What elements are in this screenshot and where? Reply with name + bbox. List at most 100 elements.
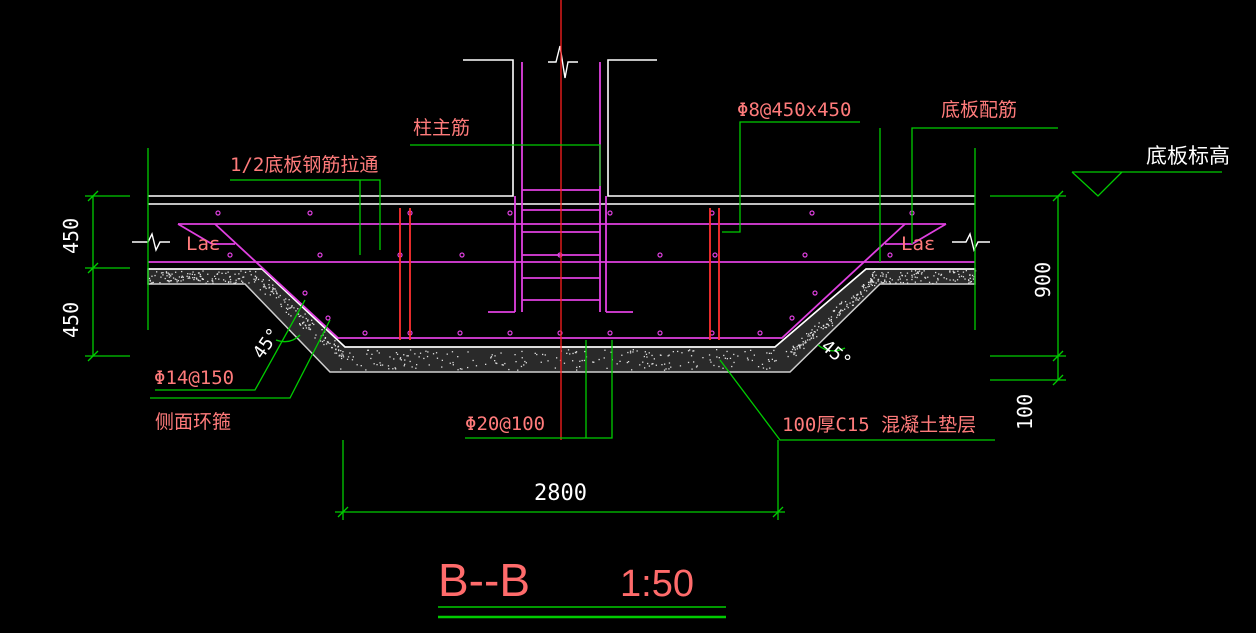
hatch-speck [954, 280, 956, 282]
hatch-speck [334, 345, 336, 347]
hatch-speck [921, 271, 923, 274]
hatch-speck [851, 297, 853, 299]
hatch-speck [182, 276, 184, 278]
hatch-speck [351, 359, 354, 361]
hatch-speck [592, 361, 594, 363]
hatch-speck [419, 352, 422, 354]
hatch-speck [304, 313, 306, 315]
hatch-speck [807, 339, 809, 341]
hatch-speck [873, 271, 876, 273]
hatch-speck [425, 350, 427, 352]
hatch-speck [174, 278, 176, 280]
hatch-speck [170, 280, 172, 282]
hatch-speck [302, 322, 304, 325]
hatch-speck [846, 305, 848, 307]
hatch-speck [971, 274, 974, 277]
hatch-speck [830, 318, 832, 321]
elevation-triangle [1071, 171, 1123, 197]
rebar-dot [459, 252, 465, 258]
hatch-speck [159, 282, 161, 284]
hatch-speck [193, 277, 196, 279]
hatch-speck [800, 344, 802, 346]
hatch-speck [793, 353, 795, 356]
hatch-speck [914, 270, 917, 272]
red-stirrups [399, 208, 720, 340]
hatch-speck [858, 299, 860, 301]
dim-right-tick-bottom [1052, 374, 1064, 386]
hatch-speck [648, 365, 650, 367]
hatch-speck [771, 358, 773, 360]
hatch-speck [648, 352, 650, 354]
section-scale: 1:50 [620, 563, 694, 605]
hatch-speck [593, 361, 595, 363]
hatch-speck [342, 351, 344, 353]
hatch-speck [457, 369, 459, 371]
hatch-speck [695, 366, 698, 368]
hatch-speck [521, 350, 523, 353]
hatch-speck [194, 274, 196, 276]
hatch-speck [278, 296, 280, 298]
hatch-speck [911, 278, 913, 281]
hatch-speck [691, 368, 693, 370]
hatch-speck [177, 280, 179, 282]
hatch-speck [168, 280, 170, 282]
break-symbols [132, 45, 990, 253]
hatch-speck [272, 284, 274, 286]
hatch-speck [381, 364, 384, 366]
hatch-speck [880, 275, 882, 277]
hatch-speck [645, 353, 648, 355]
hatch-speck [687, 361, 690, 364]
hatch-speck [873, 281, 875, 283]
hatch-speck [268, 284, 270, 286]
rebar-dot [507, 210, 513, 216]
hatch-speck [250, 274, 252, 276]
hatch-speck [927, 276, 929, 278]
hatch-speck [495, 362, 497, 364]
hatch-speck [165, 271, 168, 273]
hatch-speck [857, 293, 859, 295]
hatch-speck [207, 273, 209, 275]
hatch-speck [972, 278, 975, 280]
hatch-speck [356, 364, 358, 366]
label-slab-elevation: 底板标高 [1146, 144, 1230, 168]
hatch-speck [352, 356, 354, 358]
hatch-speck [338, 349, 340, 352]
hatch-speck [285, 311, 287, 313]
hatch-speck [171, 273, 173, 275]
hatch-speck [315, 334, 317, 336]
rebar-dot [362, 330, 368, 336]
rebar-dot [607, 210, 613, 216]
hatch-speck [639, 364, 641, 366]
hatch-speck [449, 362, 451, 364]
hatch-speck [877, 278, 879, 281]
hatch-speck [235, 281, 237, 283]
hatch-speck [746, 357, 749, 359]
hatch-speck [263, 285, 265, 287]
hatch-speck [857, 299, 859, 301]
hatch-speck [716, 349, 718, 351]
hatch-speck [899, 278, 901, 280]
hatch-speck [160, 272, 163, 274]
hatch-speck [935, 281, 938, 283]
hatch-speck [269, 294, 271, 296]
hatch-speck [621, 354, 623, 356]
hatch-speck [920, 273, 923, 275]
hatch-speck [805, 341, 807, 344]
rebar-dot [789, 315, 795, 321]
hatch-speck [373, 363, 375, 365]
hatch-speck [866, 290, 868, 292]
hatch-speck [196, 278, 198, 280]
hatch-speck [775, 359, 777, 362]
hatch-speck [337, 346, 339, 348]
hatch-speck [708, 354, 711, 356]
hatch-speck [871, 273, 874, 276]
hatch-speck [818, 326, 820, 328]
hatch-speck [733, 361, 735, 364]
hatch-speck [901, 274, 903, 276]
hatch-speck [627, 351, 629, 354]
hatch-speck [238, 278, 241, 280]
rebar-dot [457, 330, 463, 336]
hatch-speck [969, 277, 971, 279]
hatch-speck [366, 353, 368, 355]
